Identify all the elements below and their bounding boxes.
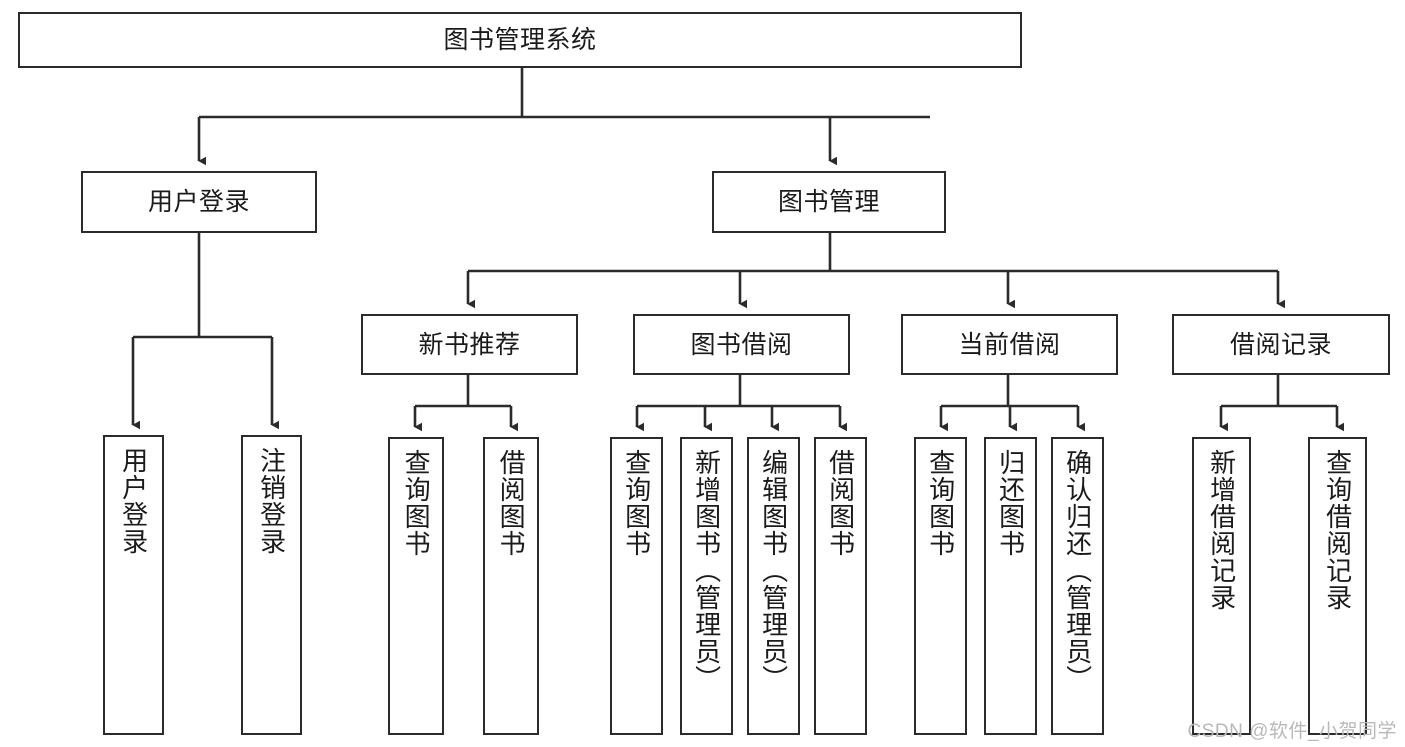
- node-book-management-label: 图书管理: [777, 188, 880, 216]
- leaf-logout[interactable]: 注销登录: [241, 435, 302, 735]
- node-book-management[interactable]: 图书管理: [712, 171, 946, 233]
- leaf-confirm-return-admin-label: 确认归还（管理员）: [1062, 449, 1093, 692]
- leaf-query-book-label: 查询图书: [621, 449, 652, 557]
- node-current-borrow[interactable]: 当前借阅: [901, 314, 1118, 375]
- leaf-add-book-admin-label: 新增图书（管理员）: [691, 449, 722, 692]
- leaf-borrow-book-recommend-label: 借阅图书: [496, 449, 527, 557]
- leaf-user-login[interactable]: 用户登录: [103, 435, 164, 735]
- node-borrow-records[interactable]: 借阅记录: [1172, 314, 1390, 375]
- leaf-query-book[interactable]: 查询图书: [610, 437, 663, 735]
- leaf-add-borrow-record[interactable]: 新增借阅记录: [1192, 437, 1251, 735]
- watermark: CSDN @软件_小贺同学: [1187, 721, 1397, 742]
- node-new-book-recommend-label: 新书推荐: [418, 330, 521, 359]
- leaf-return-book-label: 归还图书: [995, 449, 1026, 557]
- node-new-book-recommend[interactable]: 新书推荐: [361, 314, 578, 375]
- leaf-borrow-book-label: 借阅图书: [825, 449, 856, 557]
- leaf-query-book-current[interactable]: 查询图书: [914, 437, 967, 735]
- leaf-borrow-book-recommend[interactable]: 借阅图书: [483, 437, 539, 735]
- leaf-confirm-return-admin[interactable]: 确认归还（管理员）: [1051, 437, 1104, 735]
- leaf-edit-book-admin-label: 编辑图书（管理员）: [758, 449, 789, 692]
- node-root[interactable]: 图书管理系统: [18, 12, 1022, 68]
- leaf-query-borrow-record[interactable]: 查询借阅记录: [1308, 437, 1367, 735]
- leaf-query-borrow-record-label: 查询借阅记录: [1322, 449, 1353, 611]
- leaf-query-book-current-label: 查询图书: [925, 449, 956, 557]
- node-current-borrow-label: 当前借阅: [958, 330, 1061, 359]
- node-user-login[interactable]: 用户登录: [81, 171, 317, 233]
- leaf-logout-label: 注销登录: [256, 447, 287, 555]
- leaf-add-book-admin[interactable]: 新增图书（管理员）: [680, 437, 733, 735]
- leaf-query-book-recommend[interactable]: 查询图书: [388, 437, 444, 735]
- node-book-borrow-label: 图书借阅: [690, 330, 793, 359]
- node-root-label: 图书管理系统: [443, 26, 597, 54]
- leaf-edit-book-admin[interactable]: 编辑图书（管理员）: [747, 437, 800, 735]
- leaf-return-book[interactable]: 归还图书: [984, 437, 1037, 735]
- node-borrow-records-label: 借阅记录: [1229, 330, 1332, 359]
- leaf-user-login-label: 用户登录: [118, 447, 149, 555]
- node-book-borrow[interactable]: 图书借阅: [633, 314, 850, 375]
- leaf-add-borrow-record-label: 新增借阅记录: [1206, 449, 1237, 611]
- leaf-query-book-recommend-label: 查询图书: [401, 449, 432, 557]
- node-user-login-label: 用户登录: [147, 188, 250, 216]
- leaf-borrow-book[interactable]: 借阅图书: [814, 437, 867, 735]
